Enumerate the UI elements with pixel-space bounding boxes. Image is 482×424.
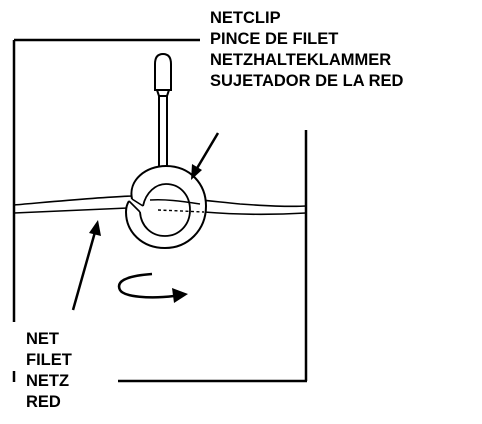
netclip-label-group: NETCLIP PINCE DE FILET NETZHALTEKLAMMER … — [210, 8, 403, 92]
net-through-clip — [149, 199, 201, 205]
rotation-arrow-icon — [117, 272, 188, 303]
net-through-clip-lower — [157, 209, 205, 213]
netclip-label-fr: PINCE DE FILET — [210, 30, 339, 48]
netclip-label-es: SUJETADOR DE LA RED — [210, 72, 404, 90]
netclip-ring-inner — [139, 183, 191, 237]
netclip-slot — [128, 198, 144, 213]
netclip-label-de: NETZHALTEKLAMMER — [210, 51, 392, 69]
net-label-es: RED — [26, 393, 61, 411]
net-pointer-arrow — [71, 220, 101, 311]
net-label-group: NET FILET NETZ RED — [26, 329, 72, 413]
net-label-fr: FILET — [26, 351, 72, 369]
net-label-en: NET — [26, 330, 59, 348]
netclip-label-en: NETCLIP — [210, 9, 281, 27]
netclip-stem — [154, 52, 172, 176]
netclip-pointer-arrow — [191, 132, 220, 180]
net-label-de: NETZ — [26, 372, 70, 390]
